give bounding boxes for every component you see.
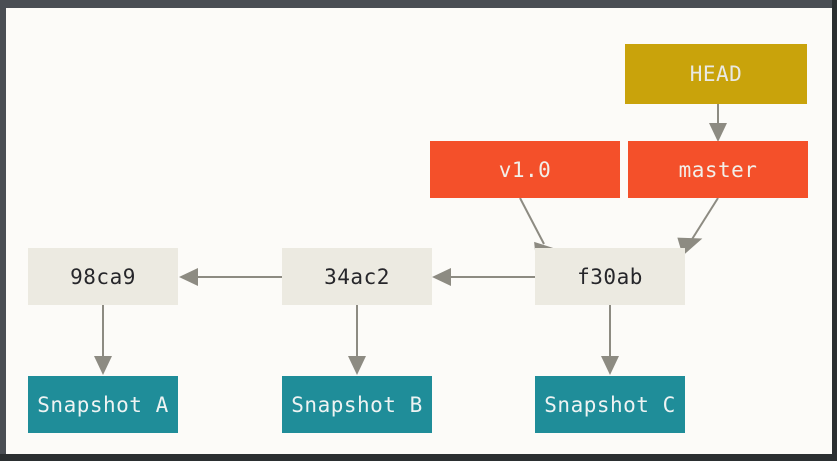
node-commit-98ca9[interactable]: 98ca9 [28, 248, 178, 305]
diagram-canvas: HEAD v1.0 master 98ca9 34ac2 f30ab Snaps… [6, 8, 832, 454]
edge-34ac2-to-98ca9-arrowhead [179, 268, 198, 286]
edge-34ac2-to-snapshot-b-arrowhead [348, 356, 366, 375]
edge-98ca9-to-snapshot-a-arrowhead [94, 356, 112, 375]
node-snapshot-c[interactable]: Snapshot C [535, 376, 685, 433]
edge-f30ab-to-34ac2-arrowhead [432, 268, 451, 286]
edge-34ac2-to-98ca9-line [196, 276, 282, 278]
node-commit-f30ab[interactable]: f30ab [535, 248, 685, 305]
edge-f30ab-to-snapshot-c-line [609, 305, 611, 357]
edge-98ca9-to-snapshot-a-line [102, 305, 104, 357]
edge-f30ab-to-snapshot-c-arrowhead [601, 356, 619, 375]
edge-34ac2-to-snapshot-b-line [356, 305, 358, 357]
node-snapshot-b[interactable]: Snapshot B [282, 376, 432, 433]
node-commit-34ac2[interactable]: 34ac2 [282, 248, 432, 305]
edge-head-to-master-arrowhead [709, 123, 727, 142]
node-snapshot-a[interactable]: Snapshot A [28, 376, 178, 433]
edge-f30ab-to-34ac2-line [449, 276, 535, 278]
node-tag-v1-0[interactable]: v1.0 [430, 141, 620, 198]
node-head[interactable]: HEAD [625, 44, 807, 104]
edge-head-to-master-line [717, 104, 719, 128]
node-branch-master[interactable]: master [628, 141, 808, 198]
